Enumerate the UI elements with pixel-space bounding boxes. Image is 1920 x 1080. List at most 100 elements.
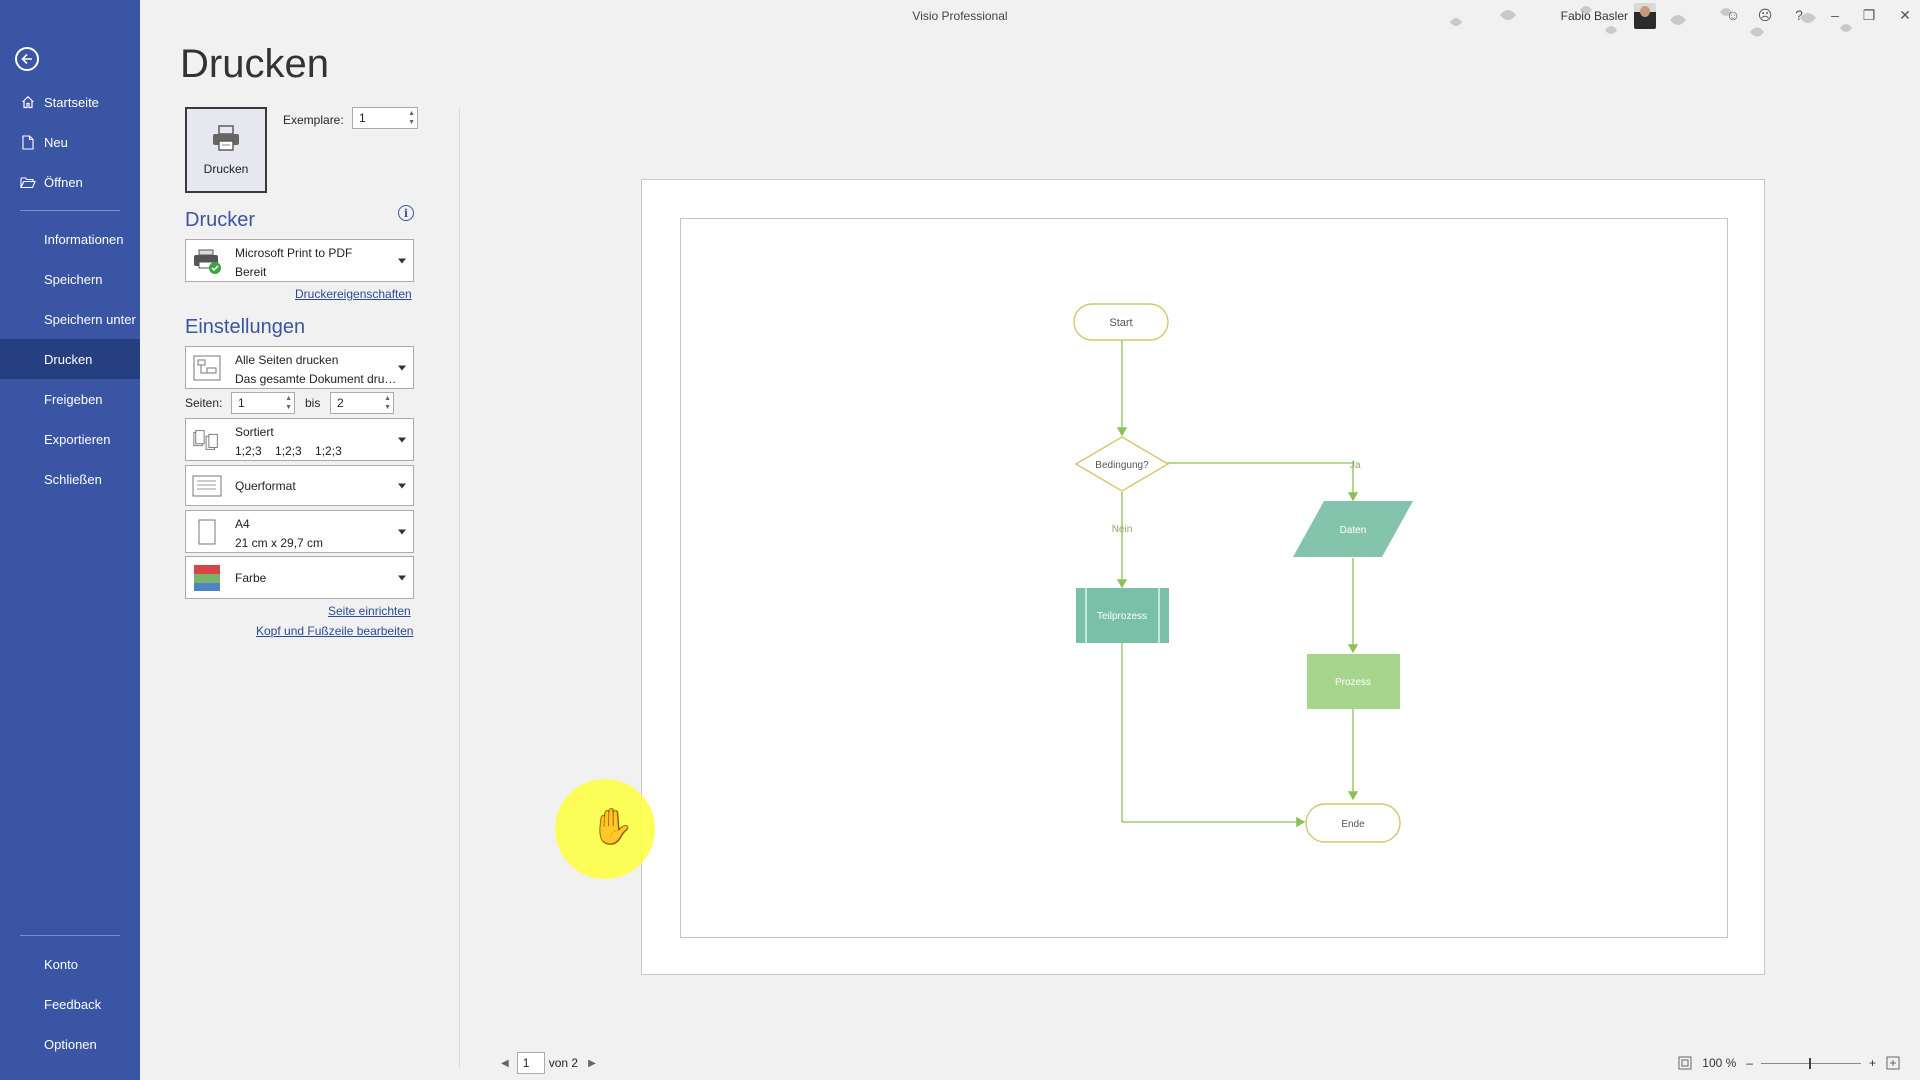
collation-dropdown[interactable]: Sortiert 1;2;3 1;2;3 1;2;3 — [185, 418, 414, 461]
sidebar-item-label: Optionen — [44, 1036, 97, 1052]
pages-to-stepper[interactable]: 2 ▲▼ — [330, 392, 394, 414]
stepper-arrows-icon[interactable]: ▲▼ — [408, 110, 415, 126]
sidebar-item-neu[interactable]: Neu — [0, 122, 140, 162]
paper-size-dropdown[interactable]: A4 21 cm x 29,7 cm — [185, 510, 414, 553]
color-dropdown[interactable]: Farbe — [185, 556, 414, 599]
sidebar-item-schliessen[interactable]: Schließen — [0, 459, 140, 499]
sidebar-item-informationen[interactable]: Informationen — [0, 219, 140, 259]
current-page-input[interactable]: 1 — [516, 1052, 545, 1074]
backstage-sidebar: Startseite Neu Öffnen Informationen Spei… — [0, 0, 140, 1080]
printer-properties-link[interactable]: Druckereigenschaften — [295, 287, 412, 301]
process-label: Prozess — [1335, 677, 1371, 688]
pages-to-value: 2 — [337, 396, 344, 410]
chevron-down-icon — [398, 365, 406, 370]
copies-label: Exemplare: — [283, 113, 344, 127]
folder-open-icon — [20, 176, 36, 189]
fit-page-icon[interactable] — [1678, 1056, 1692, 1070]
sidebar-item-konto[interactable]: Konto — [0, 944, 140, 984]
pages-label: Seiten: — [185, 396, 223, 410]
zoom-out-icon[interactable]: – — [1746, 1056, 1753, 1070]
printer-ready-icon — [192, 247, 222, 275]
previous-page-icon[interactable]: ◀ — [501, 1057, 509, 1069]
sidebar-item-label: Drucken — [44, 351, 93, 367]
orientation-value: Querformat — [235, 479, 296, 493]
sidebar-divider — [20, 210, 120, 211]
paper-size-subtitle: 21 cm x 29,7 cm — [235, 536, 324, 550]
sidebar-item-label: Informationen — [44, 231, 124, 247]
copies-value: 1 — [359, 111, 366, 125]
sidebar-item-oeffnen[interactable]: Öffnen — [0, 162, 140, 202]
help-icon[interactable]: ? — [1795, 7, 1803, 23]
start-node: Start — [1073, 303, 1169, 341]
frowny-icon[interactable]: ☹ — [1757, 6, 1773, 23]
zoom-slider-thumb[interactable] — [1808, 1057, 1811, 1069]
smiley-icon[interactable]: ☺ — [1725, 7, 1741, 23]
printer-heading: Drucker — [185, 209, 256, 231]
next-page-icon[interactable]: ▶ — [588, 1057, 596, 1069]
panel-divider — [459, 108, 460, 1068]
page-navigator: ◀ 1 von 2 ▶ — [497, 1052, 600, 1074]
printer-name: Microsoft Print to PDF — [235, 246, 353, 260]
sidebar-item-label: Konto — [44, 956, 78, 972]
back-arrow-icon — [21, 53, 32, 65]
hand-cursor-icon: ✋ — [591, 808, 634, 846]
chevron-down-icon — [398, 258, 406, 263]
stepper-arrows-icon[interactable]: ▲▼ — [384, 395, 391, 411]
sidebar-item-feedback[interactable]: Feedback — [0, 984, 140, 1024]
sidebar-item-drucken[interactable]: Drucken — [0, 339, 140, 379]
orientation-dropdown[interactable]: Querformat — [185, 465, 414, 506]
paper-size-title: A4 — [235, 517, 250, 531]
back-button[interactable] — [15, 47, 39, 71]
user-name[interactable]: Fabio Basler — [1560, 9, 1628, 23]
zoom-slider[interactable] — [1760, 1057, 1861, 1069]
header-footer-link[interactable]: Kopf und Fußzeile bearbeiten — [256, 624, 414, 638]
subprocess-node: Teilprozess — [1076, 588, 1169, 643]
sidebar-item-exportieren[interactable]: Exportieren — [0, 419, 140, 459]
chevron-down-icon — [398, 575, 406, 580]
window-title: Visio Professional — [912, 9, 1008, 23]
zoom-control: 100 % – + — [1678, 1053, 1900, 1073]
sidebar-item-speichern[interactable]: Speichern — [0, 259, 140, 299]
print-preview-page[interactable]: Start Bedingung? Ja Nein Daten Teilproze… — [641, 179, 1765, 975]
flowchart-diagram: Start Bedingung? Ja Nein Daten Teilproze… — [1073, 303, 1413, 843]
data-label: Daten — [1340, 525, 1367, 536]
pages-from-stepper[interactable]: 1 ▲▼ — [231, 392, 295, 414]
printer-status: Bereit — [235, 265, 267, 279]
sidebar-item-optionen[interactable]: Optionen — [0, 1024, 140, 1064]
sidebar-item-label: Speichern unter — [44, 311, 136, 327]
print-range-subtitle: Das gesamte Dokument dru… — [235, 372, 397, 386]
zoom-to-page-icon[interactable] — [1886, 1056, 1900, 1070]
page-setup-link[interactable]: Seite einrichten — [328, 604, 411, 618]
color-swatch-icon — [192, 564, 222, 592]
sidebar-item-label: Freigeben — [44, 391, 103, 407]
page-count-label: von 2 — [548, 1056, 579, 1070]
printer-icon — [213, 125, 239, 151]
zoom-in-icon[interactable]: + — [1868, 1056, 1876, 1070]
sidebar-item-freigeben[interactable]: Freigeben — [0, 379, 140, 419]
close-icon[interactable]: ✕ — [1899, 6, 1911, 23]
stepper-arrows-icon[interactable]: ▲▼ — [285, 395, 292, 411]
restore-icon[interactable]: ❐ — [1862, 6, 1876, 23]
info-icon[interactable]: i — [398, 205, 414, 221]
sidebar-item-label: Neu — [44, 134, 68, 150]
sidebar-item-label: Öffnen — [44, 174, 83, 190]
minimize-icon[interactable]: – — [1831, 7, 1839, 23]
new-document-icon — [20, 134, 36, 150]
print-button-label: Drucken — [203, 162, 249, 176]
page-margin-frame — [680, 218, 1728, 938]
zoom-level: 100 % — [1702, 1056, 1737, 1070]
process-node: Prozess — [1307, 654, 1400, 709]
sidebar-item-label: Schließen — [44, 471, 102, 487]
avatar[interactable] — [1634, 3, 1656, 29]
yes-label: Ja — [1350, 460, 1361, 471]
print-button[interactable]: Drucken — [185, 107, 267, 193]
printer-dropdown[interactable]: Microsoft Print to PDF Bereit — [185, 239, 414, 282]
cursor-highlight — [555, 779, 655, 879]
print-range-dropdown[interactable]: Alle Seiten drucken Das gesamte Dokument… — [185, 346, 414, 389]
sidebar-item-speichern-unter[interactable]: Speichern unter — [0, 299, 140, 339]
landscape-icon — [192, 472, 222, 500]
no-label: Nein — [1112, 524, 1133, 535]
sidebar-item-startseite[interactable]: Startseite — [0, 82, 140, 122]
copies-stepper[interactable]: 1 ▲▼ — [352, 107, 418, 129]
sidebar-divider — [20, 935, 120, 936]
